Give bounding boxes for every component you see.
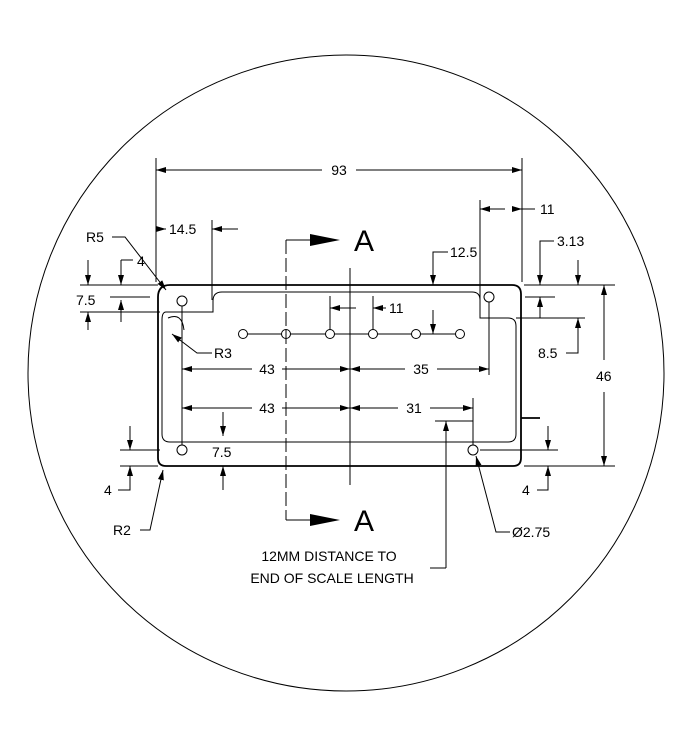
plate-pocket bbox=[161, 291, 517, 443]
detail-circle bbox=[27, 54, 665, 692]
dim-hole-diameter: Ø2.75 bbox=[512, 524, 550, 540]
dim-11-arrowhead bbox=[512, 206, 522, 212]
row-hole bbox=[325, 329, 335, 339]
dim-r5: R5 bbox=[86, 229, 104, 245]
leader-8-5 bbox=[566, 342, 579, 354]
dim-4-br-bottom bbox=[537, 466, 551, 491]
dim-14-5: 14.5 bbox=[169, 221, 196, 237]
dim-r2: R2 bbox=[113, 522, 131, 538]
dim-46: 46 bbox=[596, 368, 612, 384]
note-line-2: END OF SCALE LENGTH bbox=[250, 570, 413, 586]
row-hole bbox=[455, 329, 465, 339]
dim-7-5-bottom: 7.5 bbox=[212, 444, 232, 460]
leader-3-13 bbox=[537, 240, 554, 285]
section-arrow-bottom bbox=[310, 514, 340, 526]
hole-bottom-right bbox=[467, 444, 479, 456]
row-hole bbox=[411, 329, 421, 339]
hole-top-left bbox=[176, 295, 188, 307]
plate-outline bbox=[157, 284, 522, 467]
dim-3-13: 3.13 bbox=[557, 233, 584, 249]
dim-93: 93 bbox=[331, 162, 347, 178]
dim-r3: R3 bbox=[214, 345, 232, 361]
row-hole bbox=[238, 329, 248, 339]
row-hole bbox=[368, 329, 378, 339]
dim-11-right: 11 bbox=[540, 201, 555, 217]
dim-7-5-left: 7.5 bbox=[76, 292, 96, 308]
section-label-top: A bbox=[354, 225, 374, 258]
dim-31: 31 bbox=[406, 400, 422, 416]
dim-4-bottom-left: 4 bbox=[104, 482, 112, 498]
leader-r5 bbox=[112, 236, 167, 291]
dim-8-5: 8.5 bbox=[538, 345, 558, 361]
leader-r2 bbox=[140, 469, 164, 531]
dim-4-bl-bottom bbox=[118, 466, 133, 491]
dim-11-pitch: 11 bbox=[389, 300, 404, 316]
leader-12-5 bbox=[430, 251, 448, 285]
dim-4-bottom-right: 4 bbox=[522, 482, 530, 498]
section-arrow-top bbox=[310, 234, 340, 246]
note-line-1: 12MM DISTANCE TO bbox=[261, 548, 396, 564]
dim-43-lower: 43 bbox=[259, 400, 275, 416]
section-label-bottom: A bbox=[354, 505, 374, 538]
dim-12-5: 12.5 bbox=[450, 244, 477, 260]
leader-r3 bbox=[171, 333, 212, 354]
leader-hole-diameter bbox=[475, 455, 510, 533]
dim-43-upper: 43 bbox=[259, 361, 275, 377]
r3-arc bbox=[167, 316, 185, 331]
hole-bottom-left bbox=[176, 444, 188, 456]
hole-top-right bbox=[483, 291, 495, 303]
dim-4-top: 4 bbox=[137, 253, 145, 269]
dim-35: 35 bbox=[413, 361, 429, 377]
hole-row bbox=[238, 329, 465, 339]
